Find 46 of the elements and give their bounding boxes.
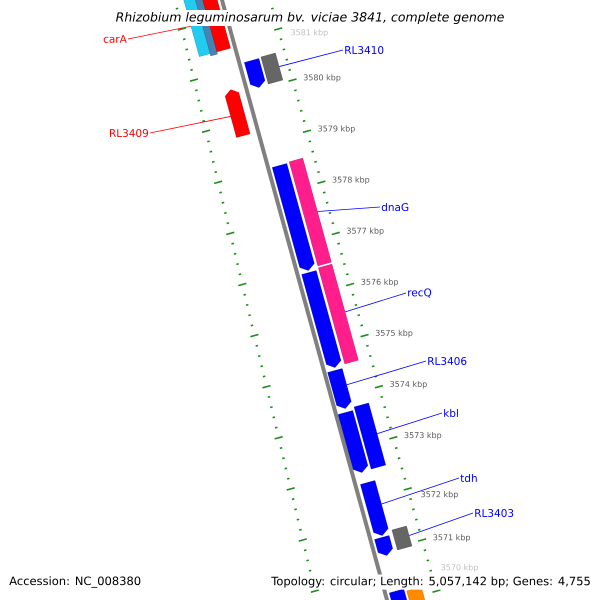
gene-bar bbox=[318, 264, 358, 364]
gene-block bbox=[244, 58, 266, 88]
gene-label: tdh bbox=[460, 474, 477, 482]
leader-line bbox=[376, 412, 442, 434]
gene-label: carA bbox=[104, 35, 127, 43]
gene-bar bbox=[392, 526, 412, 550]
title: Rhizobium leguminosarum bv. viciae 3841, complete genome bbox=[112, 10, 508, 26]
footer-text: Accession: NC_008380 bbox=[7, 574, 144, 590]
leader-line bbox=[346, 360, 426, 386]
gene-label: RL3409 bbox=[110, 129, 148, 137]
leader-line bbox=[381, 478, 460, 504]
scale-label: 3575 kbp bbox=[376, 330, 412, 338]
leader-line bbox=[344, 292, 406, 312]
gene-block bbox=[338, 410, 368, 473]
gene-bar bbox=[354, 402, 386, 470]
gene-block bbox=[374, 535, 393, 556]
gene-label: dnaG bbox=[382, 202, 408, 212]
scale-label: 3574 kbp bbox=[390, 380, 427, 389]
gene-bar bbox=[289, 158, 332, 266]
gene-block bbox=[225, 89, 250, 138]
scale-label: 3572 kbp bbox=[421, 491, 458, 499]
scale-label: 3573 kbp bbox=[404, 432, 442, 440]
leader-line bbox=[128, 26, 192, 40]
scale-label: 3581 kbp bbox=[291, 29, 328, 37]
gene-label: RL3410 bbox=[345, 46, 384, 54]
gene-label: RL3403 bbox=[475, 509, 514, 517]
scale-label: 3570 kbp bbox=[441, 564, 478, 572]
gene-block bbox=[302, 270, 342, 368]
gene-label: recQ bbox=[408, 288, 432, 298]
scale-label: 3571 kbp bbox=[433, 534, 470, 542]
gene-block bbox=[327, 368, 352, 409]
leader-line bbox=[317, 206, 380, 212]
footer-text: Topology: circular; Length: 5,057,142 bp; Genes: 4,755 bbox=[269, 574, 593, 590]
gene-label: RL3406 bbox=[428, 357, 466, 365]
gene-bar bbox=[260, 52, 283, 84]
scale-label: 3576 kbp bbox=[361, 278, 398, 286]
scale-label: 3579 kbp bbox=[318, 125, 355, 134]
leader-line bbox=[278, 50, 344, 67]
leader-line bbox=[408, 512, 474, 536]
gene-bar bbox=[389, 588, 410, 600]
gene-block bbox=[272, 163, 314, 271]
scale-label: 3577 kbp bbox=[347, 228, 384, 236]
leader-line bbox=[150, 116, 231, 134]
gene-label: kbl bbox=[444, 408, 458, 418]
scale-label: 3578 kbp bbox=[332, 176, 370, 184]
scale-label: 3580 kbp bbox=[304, 74, 340, 82]
